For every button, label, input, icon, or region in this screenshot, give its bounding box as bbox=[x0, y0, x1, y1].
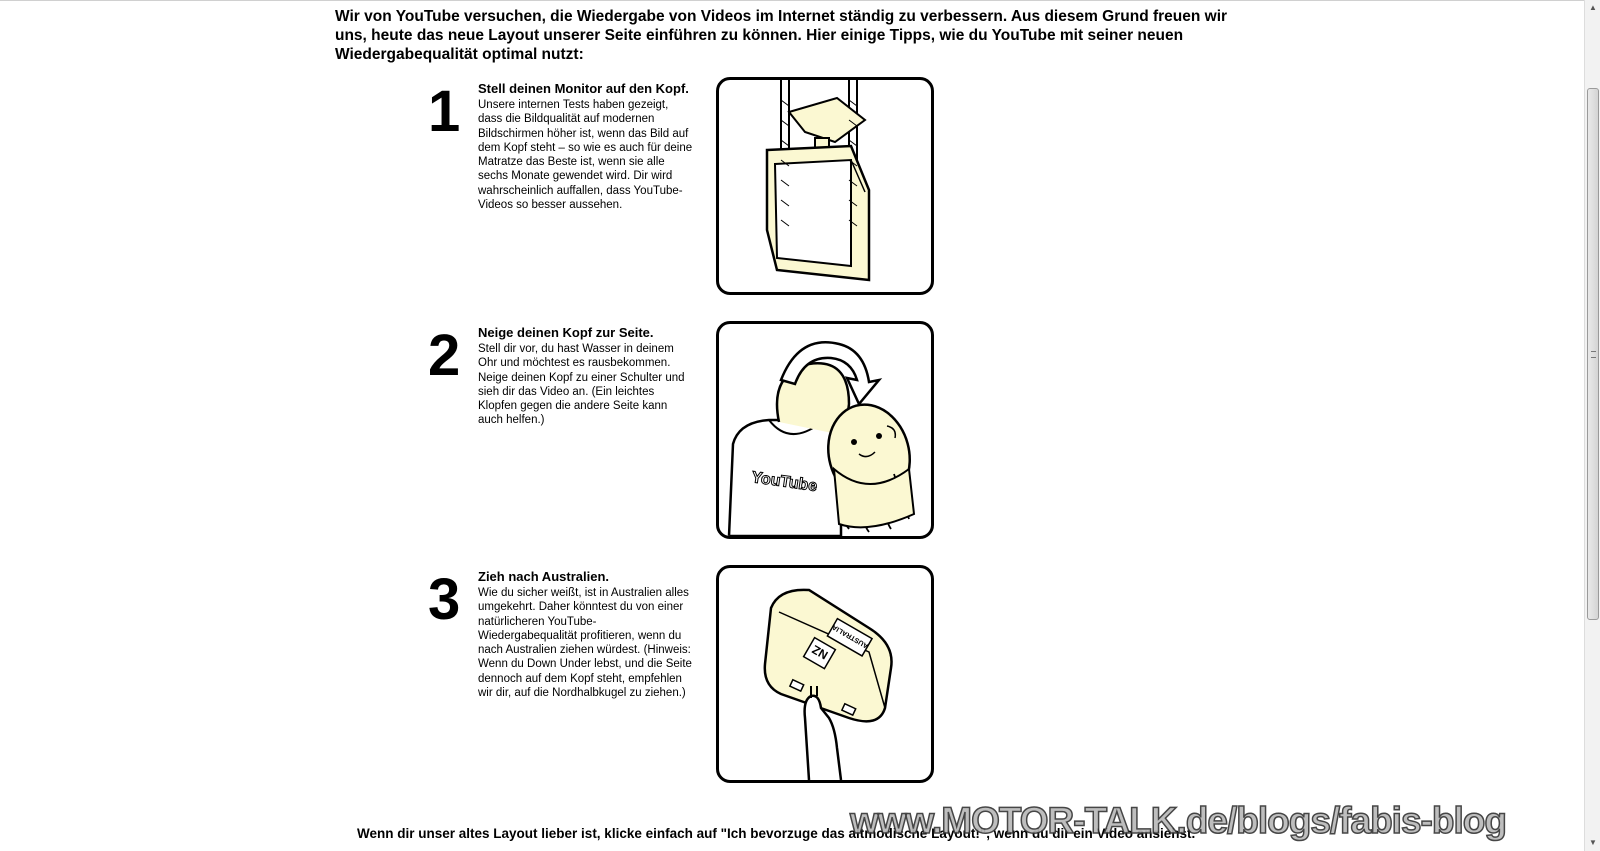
step-number: 1 bbox=[428, 79, 461, 144]
tilted-head-person-icon: YouTube bbox=[727, 340, 916, 536]
step-title: Neige deinen Kopf zur Seite. bbox=[478, 325, 654, 340]
step-number: 3 bbox=[428, 567, 461, 632]
svg-text:NZ: NZ bbox=[810, 642, 831, 662]
scrollbar-thumb[interactable] bbox=[1587, 88, 1599, 620]
step-1: 1 Stell deinen Monitor auf den Kopf. Uns… bbox=[428, 77, 948, 297]
vertical-scrollbar[interactable]: ▲ ▼ bbox=[1584, 0, 1600, 851]
top-divider bbox=[0, 0, 1584, 1]
step-title: Zieh nach Australien. bbox=[478, 569, 609, 584]
upside-down-monitor-illustration bbox=[716, 77, 934, 295]
tilted-head-illustration: YouTube bbox=[716, 321, 934, 539]
step-description: Unsere internen Tests haben gezeigt, das… bbox=[478, 99, 693, 212]
step-description: Wie du sicher weißt, ist in Australien a… bbox=[478, 587, 692, 700]
step-text-block: Neige deinen Kopf zur Seite. Stell dir v… bbox=[478, 325, 693, 428]
watermark: www.MOTOR-TALK.de/blogs/fabis-blog bbox=[849, 799, 1507, 842]
footer-text: Wenn dir unser altes Layout lieber ist, … bbox=[357, 826, 1196, 841]
moving-box-illustration: AUSTRALIA NZ bbox=[716, 565, 934, 783]
hanging-monitor-icon bbox=[765, 80, 871, 282]
step-description: Stell dir vor, du hast Wasser in deinem … bbox=[478, 343, 685, 427]
step-3: 3 Zieh nach Australien. Wie du sicher we… bbox=[428, 565, 948, 785]
scroll-up-arrow-icon[interactable]: ▲ bbox=[1589, 3, 1597, 12]
step-text-block: Zieh nach Australien. Wie du sicher weiß… bbox=[478, 569, 693, 700]
step-title: Stell deinen Monitor auf den Kopf. bbox=[478, 81, 689, 96]
scroll-down-arrow-icon[interactable]: ▼ bbox=[1589, 838, 1597, 847]
scrollbar-grip-icon bbox=[1591, 351, 1596, 358]
step-number: 2 bbox=[428, 323, 461, 388]
intro-text: Wir von YouTube versuchen, die Wiedergab… bbox=[335, 8, 1228, 63]
moving-box-icon: AUSTRALIA NZ bbox=[763, 588, 893, 780]
step-text-block: Stell deinen Monitor auf den Kopf. Unser… bbox=[478, 81, 693, 212]
step-2: 2 Neige deinen Kopf zur Seite. Stell dir… bbox=[428, 321, 948, 541]
